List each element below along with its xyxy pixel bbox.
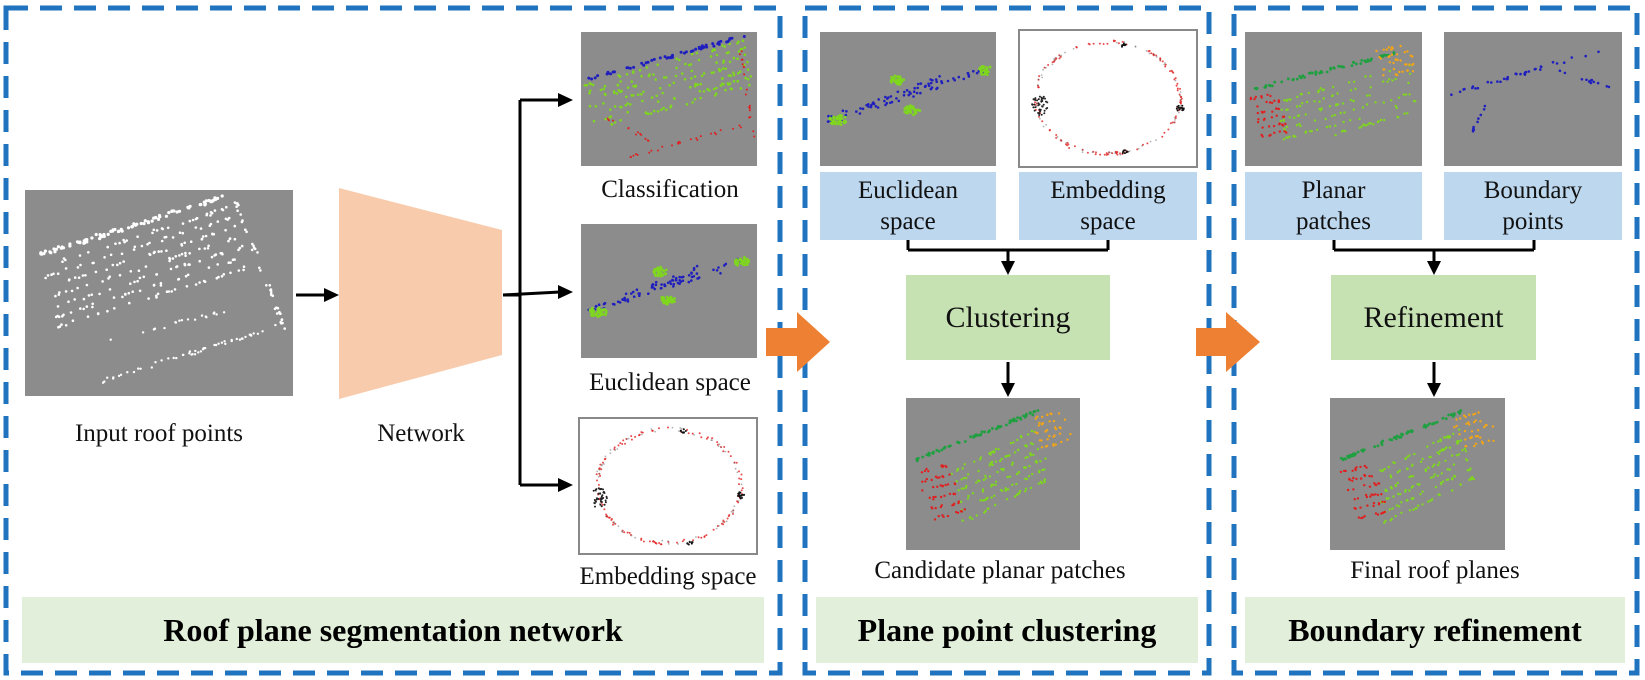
input-label: Input roof points	[74, 420, 244, 447]
network-shape	[339, 188, 502, 399]
clustering-box: Clustering	[906, 275, 1110, 360]
p2-embedding-point-cloud	[1031, 39, 1185, 156]
p3-planar-image	[1245, 32, 1422, 166]
p2-euclidean-image	[820, 32, 996, 166]
embedding-label: Embedding space	[579, 563, 757, 590]
classification-point-cloud	[583, 35, 756, 159]
classification-label: Classification	[601, 176, 739, 203]
p2-euclidean-box: Euclidean space	[820, 172, 996, 240]
p3-final-image	[1330, 398, 1505, 550]
boundary-points-cloud	[1450, 50, 1611, 133]
panel3-footer: Boundary refinement	[1245, 597, 1625, 663]
p3-boundary-image	[1444, 32, 1622, 166]
p3-boundary-box: Boundary points	[1444, 172, 1622, 240]
network-label: Network	[377, 420, 465, 447]
embedding-point-cloud	[592, 426, 745, 546]
panel1-footer: Roof plane segmentation network	[22, 597, 764, 663]
final-label: Final roof planes	[1350, 557, 1520, 584]
orange-arrow-1	[766, 312, 830, 372]
p2-candidate-image	[906, 398, 1080, 550]
embedding-output-image	[578, 417, 758, 555]
panel1-arrows	[296, 98, 561, 487]
euclidean-output-image	[581, 224, 757, 358]
euclidean-label: Euclidean space	[589, 369, 751, 396]
euclidean-point-cloud	[587, 256, 751, 318]
candidate-label: Candidate planar patches	[874, 557, 1126, 584]
planar-patches-point-cloud	[1249, 44, 1417, 141]
p3-planar-box: Planar patches	[1245, 172, 1422, 240]
panel1-arrowheads	[324, 93, 573, 492]
input-point-cloud	[39, 194, 287, 384]
refinement-box: Refinement	[1331, 275, 1536, 360]
classification-image	[581, 32, 757, 166]
final-planes-point-cloud	[1339, 409, 1495, 524]
panel3-connectors	[1332, 240, 1536, 384]
orange-arrow-2	[1196, 312, 1260, 372]
p2-embedding-image	[1018, 29, 1198, 168]
panel2-footer: Plane point clustering	[816, 597, 1198, 663]
candidate-patches-point-cloud	[915, 409, 1072, 522]
p2-euclidean-point-cloud	[826, 65, 992, 126]
panel2-connectors	[906, 240, 1110, 384]
p2-embedding-box: Embedding space	[1019, 172, 1197, 240]
